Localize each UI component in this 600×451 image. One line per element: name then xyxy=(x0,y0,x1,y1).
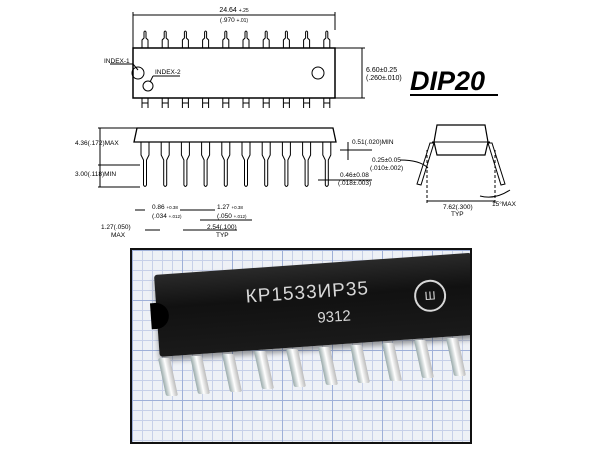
pitch-dim: 2.54(.100) xyxy=(207,224,237,231)
side-pin xyxy=(180,142,190,187)
pin-width-1-in: (.034 +.012) xyxy=(152,213,182,220)
top-view xyxy=(110,12,365,108)
lead-width-dim: 0.46±0.08 xyxy=(340,172,369,179)
chip-pin xyxy=(253,351,275,390)
length-dim: 24.64 +.25 xyxy=(219,7,249,14)
bottom-pin xyxy=(262,98,270,108)
side-pin xyxy=(261,142,271,187)
bottom-pin xyxy=(181,98,189,108)
lead-width-in: (.018±.003) xyxy=(338,180,371,187)
top-pin xyxy=(222,30,230,48)
side-view xyxy=(98,127,372,231)
package-body-top xyxy=(132,47,336,99)
chip-pin xyxy=(317,347,339,385)
package-title: DIP20 xyxy=(410,66,485,96)
manufacturer-logo: Ш xyxy=(413,278,448,313)
chip-pin xyxy=(221,353,243,392)
top-pin xyxy=(323,30,331,48)
pin-width-1-dim: 0.86 +0.38 xyxy=(152,204,178,211)
bottom-pin xyxy=(222,98,230,108)
bottom-pin xyxy=(202,98,210,108)
index-2-dot xyxy=(142,80,154,92)
top-pin xyxy=(303,30,311,48)
index-1-notch xyxy=(131,66,145,80)
end-max-label: MAX xyxy=(111,232,126,239)
side-pin xyxy=(281,142,291,187)
width-dim-in: (.260±.010) xyxy=(366,75,402,82)
chip-pin xyxy=(445,338,467,377)
bottom-pin xyxy=(303,98,311,108)
index-2-label: INDEX-2 xyxy=(155,69,181,76)
standoff-dim: 0.51(.020)MIN xyxy=(352,139,394,146)
row-spacing-label: TYP xyxy=(451,211,464,218)
width-dim: 6.60±0.25 xyxy=(366,67,397,74)
bottom-pin xyxy=(242,98,250,108)
length-dim-in: (.970 +.01) xyxy=(220,17,249,24)
bottom-pin xyxy=(141,98,149,108)
chip-pin xyxy=(285,349,307,388)
end-max-dim: 1.27(.050) xyxy=(101,224,131,231)
top-pin xyxy=(262,30,270,48)
lead-thickness-dim: 0.25±0.05 xyxy=(372,157,401,164)
chip-photo: КР1533ИР35 Ш 9312 xyxy=(130,248,472,444)
end-view xyxy=(399,124,511,203)
side-pin xyxy=(241,142,251,187)
chip-marking-part-number: КР1533ИР35 xyxy=(245,278,370,308)
side-pin xyxy=(302,142,312,187)
bottom-pin xyxy=(161,98,169,108)
bottom-pin xyxy=(323,98,331,108)
side-pin xyxy=(201,142,211,187)
seat-min-dim: 3.00(.118)MIN xyxy=(75,171,116,178)
side-pin xyxy=(221,142,231,187)
lead-thickness-in: (.010±.002) xyxy=(370,165,403,172)
chip-pin xyxy=(157,358,179,396)
bottom-pin xyxy=(282,98,290,108)
top-pin xyxy=(141,30,149,48)
pin-1-mark xyxy=(311,66,325,80)
top-pin xyxy=(282,30,290,48)
side-pin xyxy=(160,142,170,187)
chip-pin xyxy=(413,340,435,379)
top-pin xyxy=(242,30,250,48)
top-pin xyxy=(202,30,210,48)
pin-width-2-dim: 1.27 +0.38 xyxy=(217,204,243,211)
index-1-label: INDEX-1 xyxy=(104,58,130,65)
lead-angle-dim: 15°MAX xyxy=(492,200,517,208)
chip-pin xyxy=(189,355,211,394)
pin-width-2-in: (.050 +.012) xyxy=(217,213,247,220)
pitch-label: TYP xyxy=(216,232,229,239)
chip-pin xyxy=(349,344,371,383)
chip-marking-date-code: 9312 xyxy=(316,307,352,327)
height-max-dim: 4.36(.172)MAX xyxy=(75,140,119,147)
dip20-dimension-drawing: 24.64 +.25 (.970 +.01) INDEX-1 INDEX-2 6… xyxy=(75,7,517,239)
top-pin xyxy=(161,30,169,48)
top-pin xyxy=(181,30,189,48)
side-pin xyxy=(140,142,150,187)
row-spacing-dim: 7.62(.300) xyxy=(443,204,473,211)
side-pin xyxy=(322,142,332,187)
chip-pin xyxy=(381,342,403,381)
chip-notch xyxy=(149,302,170,330)
